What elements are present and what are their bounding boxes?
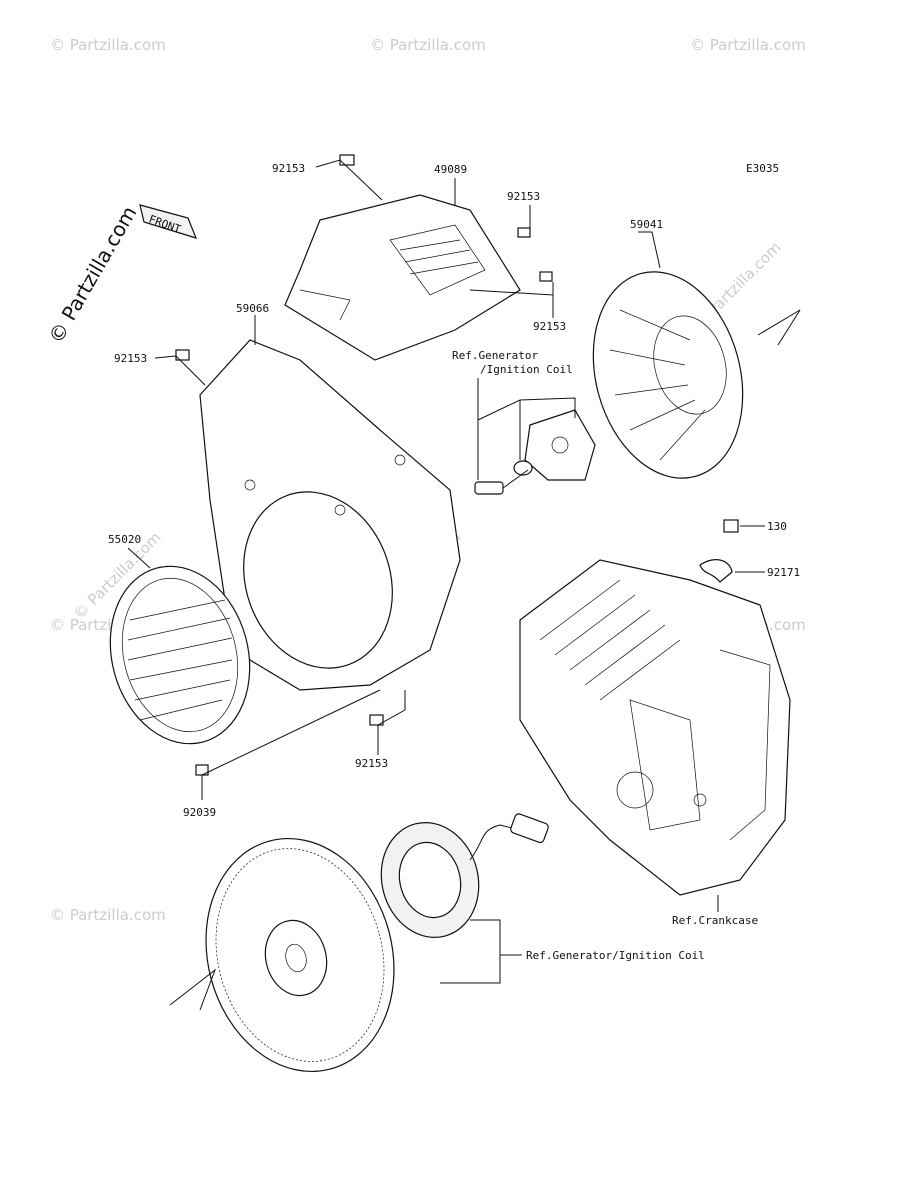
bolt-cover-right-icon [517, 227, 531, 238]
bolt-130-icon [723, 519, 739, 533]
shroud-part [199, 339, 461, 691]
diagram-code: E3035 [746, 162, 779, 175]
callout-bolt-cover-right: 92153 [507, 190, 540, 203]
callout-bolt-cover-lower: 92153 [533, 320, 566, 333]
bolt-shroud-bottom-icon [369, 714, 384, 726]
callout-screw-screen: 92039 [183, 806, 216, 819]
clamp-icon [699, 559, 733, 583]
crankcase-part [519, 559, 791, 896]
callout-ref-generator-ignition: Ref.Generator/Ignition Coil [526, 949, 705, 962]
generator-plate-parts [474, 409, 596, 495]
leader-lines [127, 159, 765, 984]
callout-bolt-shroud-bottom: 92153 [355, 757, 388, 770]
fan-part [592, 271, 801, 479]
screen-part [109, 565, 251, 745]
callout-bolt-shroud-left: 92153 [114, 352, 147, 365]
front-arrow-icon [139, 204, 198, 239]
callout-clamp: 92171 [767, 566, 800, 579]
watermark-3: © Partzilla.com [690, 36, 806, 54]
front-arrow-logo: FRONT © Partzilla.com [44, 202, 198, 348]
callout-ref-ignition: /Ignition Coil [480, 363, 573, 376]
callout-labels: 92153 49089 92153 92153 59041 59066 9215… [108, 162, 800, 962]
stator-part [380, 813, 549, 938]
callout-ref-generator: Ref.Generator [452, 349, 538, 362]
callout-ref-crankcase: Ref.Crankcase [672, 914, 758, 927]
bolt-top-icon [339, 154, 355, 166]
flywheel-part [169, 837, 395, 1073]
fasteners [175, 154, 739, 776]
callout-bolt-130: 130 [767, 520, 787, 533]
callout-shroud: 59066 [236, 302, 269, 315]
callout-bolt-top: 92153 [272, 162, 305, 175]
watermark-1: © Partzilla.com [50, 36, 166, 54]
top-cover-part [284, 194, 521, 361]
watermark-5: © Partzilla.com [50, 906, 166, 924]
bolt-shroud-left-icon [175, 349, 190, 361]
callout-cover-top: 49089 [434, 163, 467, 176]
bolt-cover-lower-icon [539, 271, 553, 282]
watermark-2: © Partzilla.com [370, 36, 486, 54]
callout-fan: 59041 [630, 218, 663, 231]
callout-screen: 55020 [108, 533, 141, 546]
brand-logo: © Partzilla.com [44, 202, 142, 348]
